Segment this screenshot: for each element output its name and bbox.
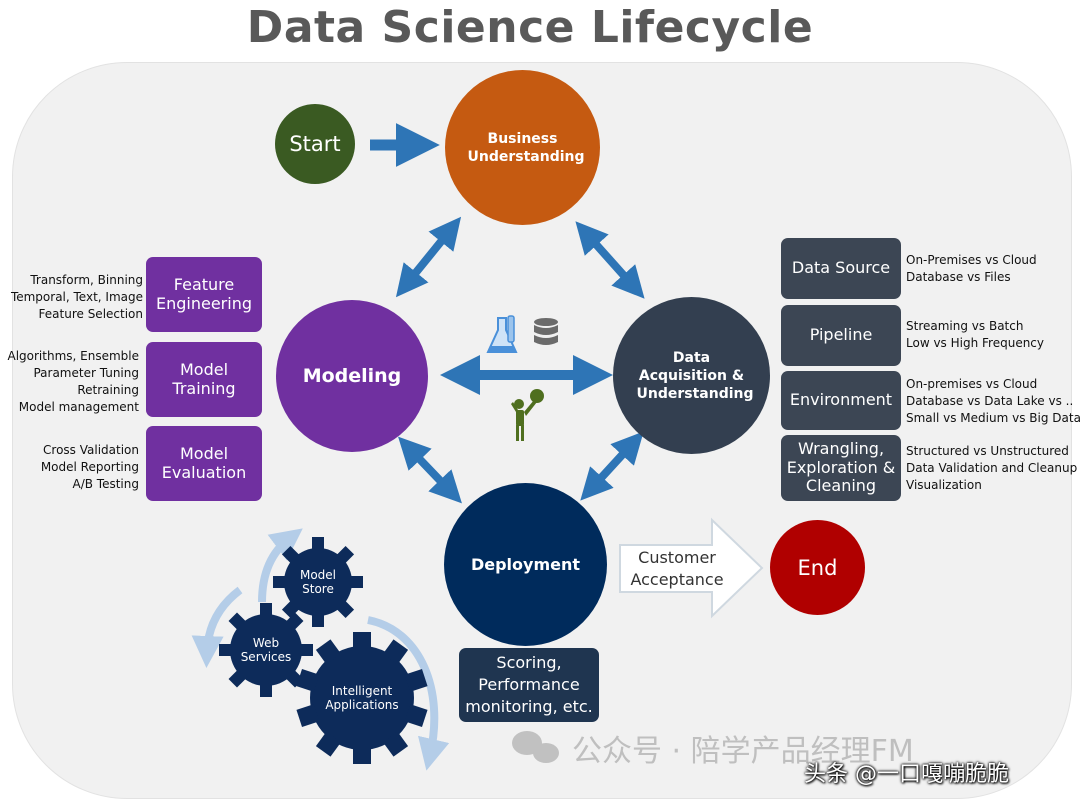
pipeline-label: Pipeline — [809, 325, 873, 345]
model-evaluation-box: Model Evaluation — [146, 426, 262, 501]
detail-item: Model management — [18, 400, 139, 414]
detail-item: Visualization — [906, 478, 982, 492]
cycle-arrow-icon — [191, 586, 243, 668]
feature-engineering-box: Feature Engineering — [146, 257, 262, 332]
environment-details: On-premises vs Cloud Database vs Data La… — [906, 376, 1080, 427]
detail-item: Database vs Files — [906, 270, 1011, 284]
database-icon — [534, 318, 558, 345]
cycle-arrow-icon — [367, 616, 450, 771]
gear-icon — [296, 632, 428, 764]
modeling-node: Modeling — [276, 300, 428, 452]
detail-item: Feature Selection — [38, 307, 143, 321]
intelligent-applications-label: Intelligent Applications — [325, 684, 399, 712]
feature-engineering-label: Feature Engineering — [156, 275, 252, 313]
scoring-box: Scoring, Performance monitoring, etc. — [459, 648, 599, 722]
detail-item: Model Reporting — [40, 460, 139, 474]
data-acquisition-label: Data Acquisition & Understanding — [636, 349, 754, 402]
feature-engineering-details: Transform, Binning Temporal, Text, Image… — [11, 272, 143, 323]
data-source-box: Data Source — [781, 238, 901, 299]
business-understanding-node: Business Understanding — [445, 70, 600, 225]
business-modeling-arrow — [395, 216, 462, 298]
model-evaluation-label: Model Evaluation — [161, 444, 247, 482]
detail-item: On-premises vs Cloud — [906, 377, 1038, 391]
data-source-label: Data Source — [791, 258, 891, 278]
web-services-label: Web Services — [240, 636, 292, 664]
detail-item: Streaming vs Batch — [906, 319, 1024, 333]
data-source-details: On-Premises vs Cloud Database vs Files — [906, 252, 1037, 286]
detail-item: Low vs High Frequency — [906, 336, 1044, 350]
detail-item: Structured vs Unstructured — [906, 444, 1069, 458]
deployment-node: Deployment — [444, 483, 607, 646]
wechat-icon — [512, 731, 559, 763]
data-deployment-arrow — [580, 431, 644, 501]
detail-item: Transform, Binning — [30, 273, 143, 287]
diagram-title: Data Science Lifecycle — [246, 2, 814, 53]
business-data-arrow — [575, 221, 645, 299]
detail-item: Temporal, Text, Image — [10, 290, 143, 304]
model-training-details: Algorithms, Ensemble Parameter Tuning Re… — [8, 348, 140, 416]
detail-item: Parameter Tuning — [33, 366, 139, 380]
start-label: Start — [289, 132, 341, 156]
flask-icon — [486, 315, 518, 353]
business-understanding-label: Business Understanding — [467, 130, 585, 165]
detail-item: On-Premises vs Cloud — [906, 253, 1037, 267]
wrangling-details: Structured vs Unstructured Data Validati… — [906, 443, 1077, 494]
modeling-label: Modeling — [302, 365, 402, 387]
wrangling-box: Wrangling, Exploration & Cleaning — [781, 435, 901, 501]
end-label: End — [797, 555, 838, 580]
deployment-label: Deployment — [470, 555, 581, 574]
model-training-label: Model Training — [172, 360, 236, 398]
model-training-box: Model Training — [146, 342, 262, 417]
environment-box: Environment — [781, 371, 901, 430]
detail-item: Algorithms, Ensemble — [7, 349, 140, 363]
cycle-arrow-icon — [258, 528, 303, 603]
pipeline-box: Pipeline — [781, 305, 901, 366]
scoring-label: Scoring, Performance monitoring, etc. — [465, 653, 593, 716]
start-node: Start — [275, 104, 355, 184]
customer-acceptance-label: Customer Acceptance — [630, 548, 724, 589]
detail-item: Data Validation and Cleanup — [906, 461, 1078, 475]
person-lifting-icon — [511, 389, 544, 441]
customer-acceptance-arrow — [619, 517, 764, 619]
detail-item: Small vs Medium vs Big Data — [906, 411, 1080, 425]
end-node: End — [770, 520, 865, 615]
detail-item: Database vs Data Lake vs .. — [906, 394, 1074, 408]
data-acquisition-node: Data Acquisition & Understanding — [613, 297, 770, 454]
pipeline-details: Streaming vs Batch Low vs High Frequency — [906, 318, 1044, 352]
detail-item: Retraining — [77, 383, 139, 397]
model-evaluation-details: Cross Validation Model Reporting A/B Tes… — [41, 442, 139, 493]
detail-item: Cross Validation — [43, 443, 139, 457]
modeling-deployment-arrow — [398, 436, 462, 504]
toutiao-credit: 头条 @一口嘎嘣脆脆 — [804, 762, 1009, 787]
model-store-label: Model Store — [299, 568, 337, 596]
detail-item: A/B Testing — [72, 477, 140, 491]
environment-label: Environment — [789, 390, 893, 410]
wrangling-label: Wrangling, Exploration & Cleaning — [786, 439, 896, 496]
gear-icon — [273, 537, 363, 627]
watermark-text: 公众号 · 陪学产品经理FM — [572, 734, 914, 769]
